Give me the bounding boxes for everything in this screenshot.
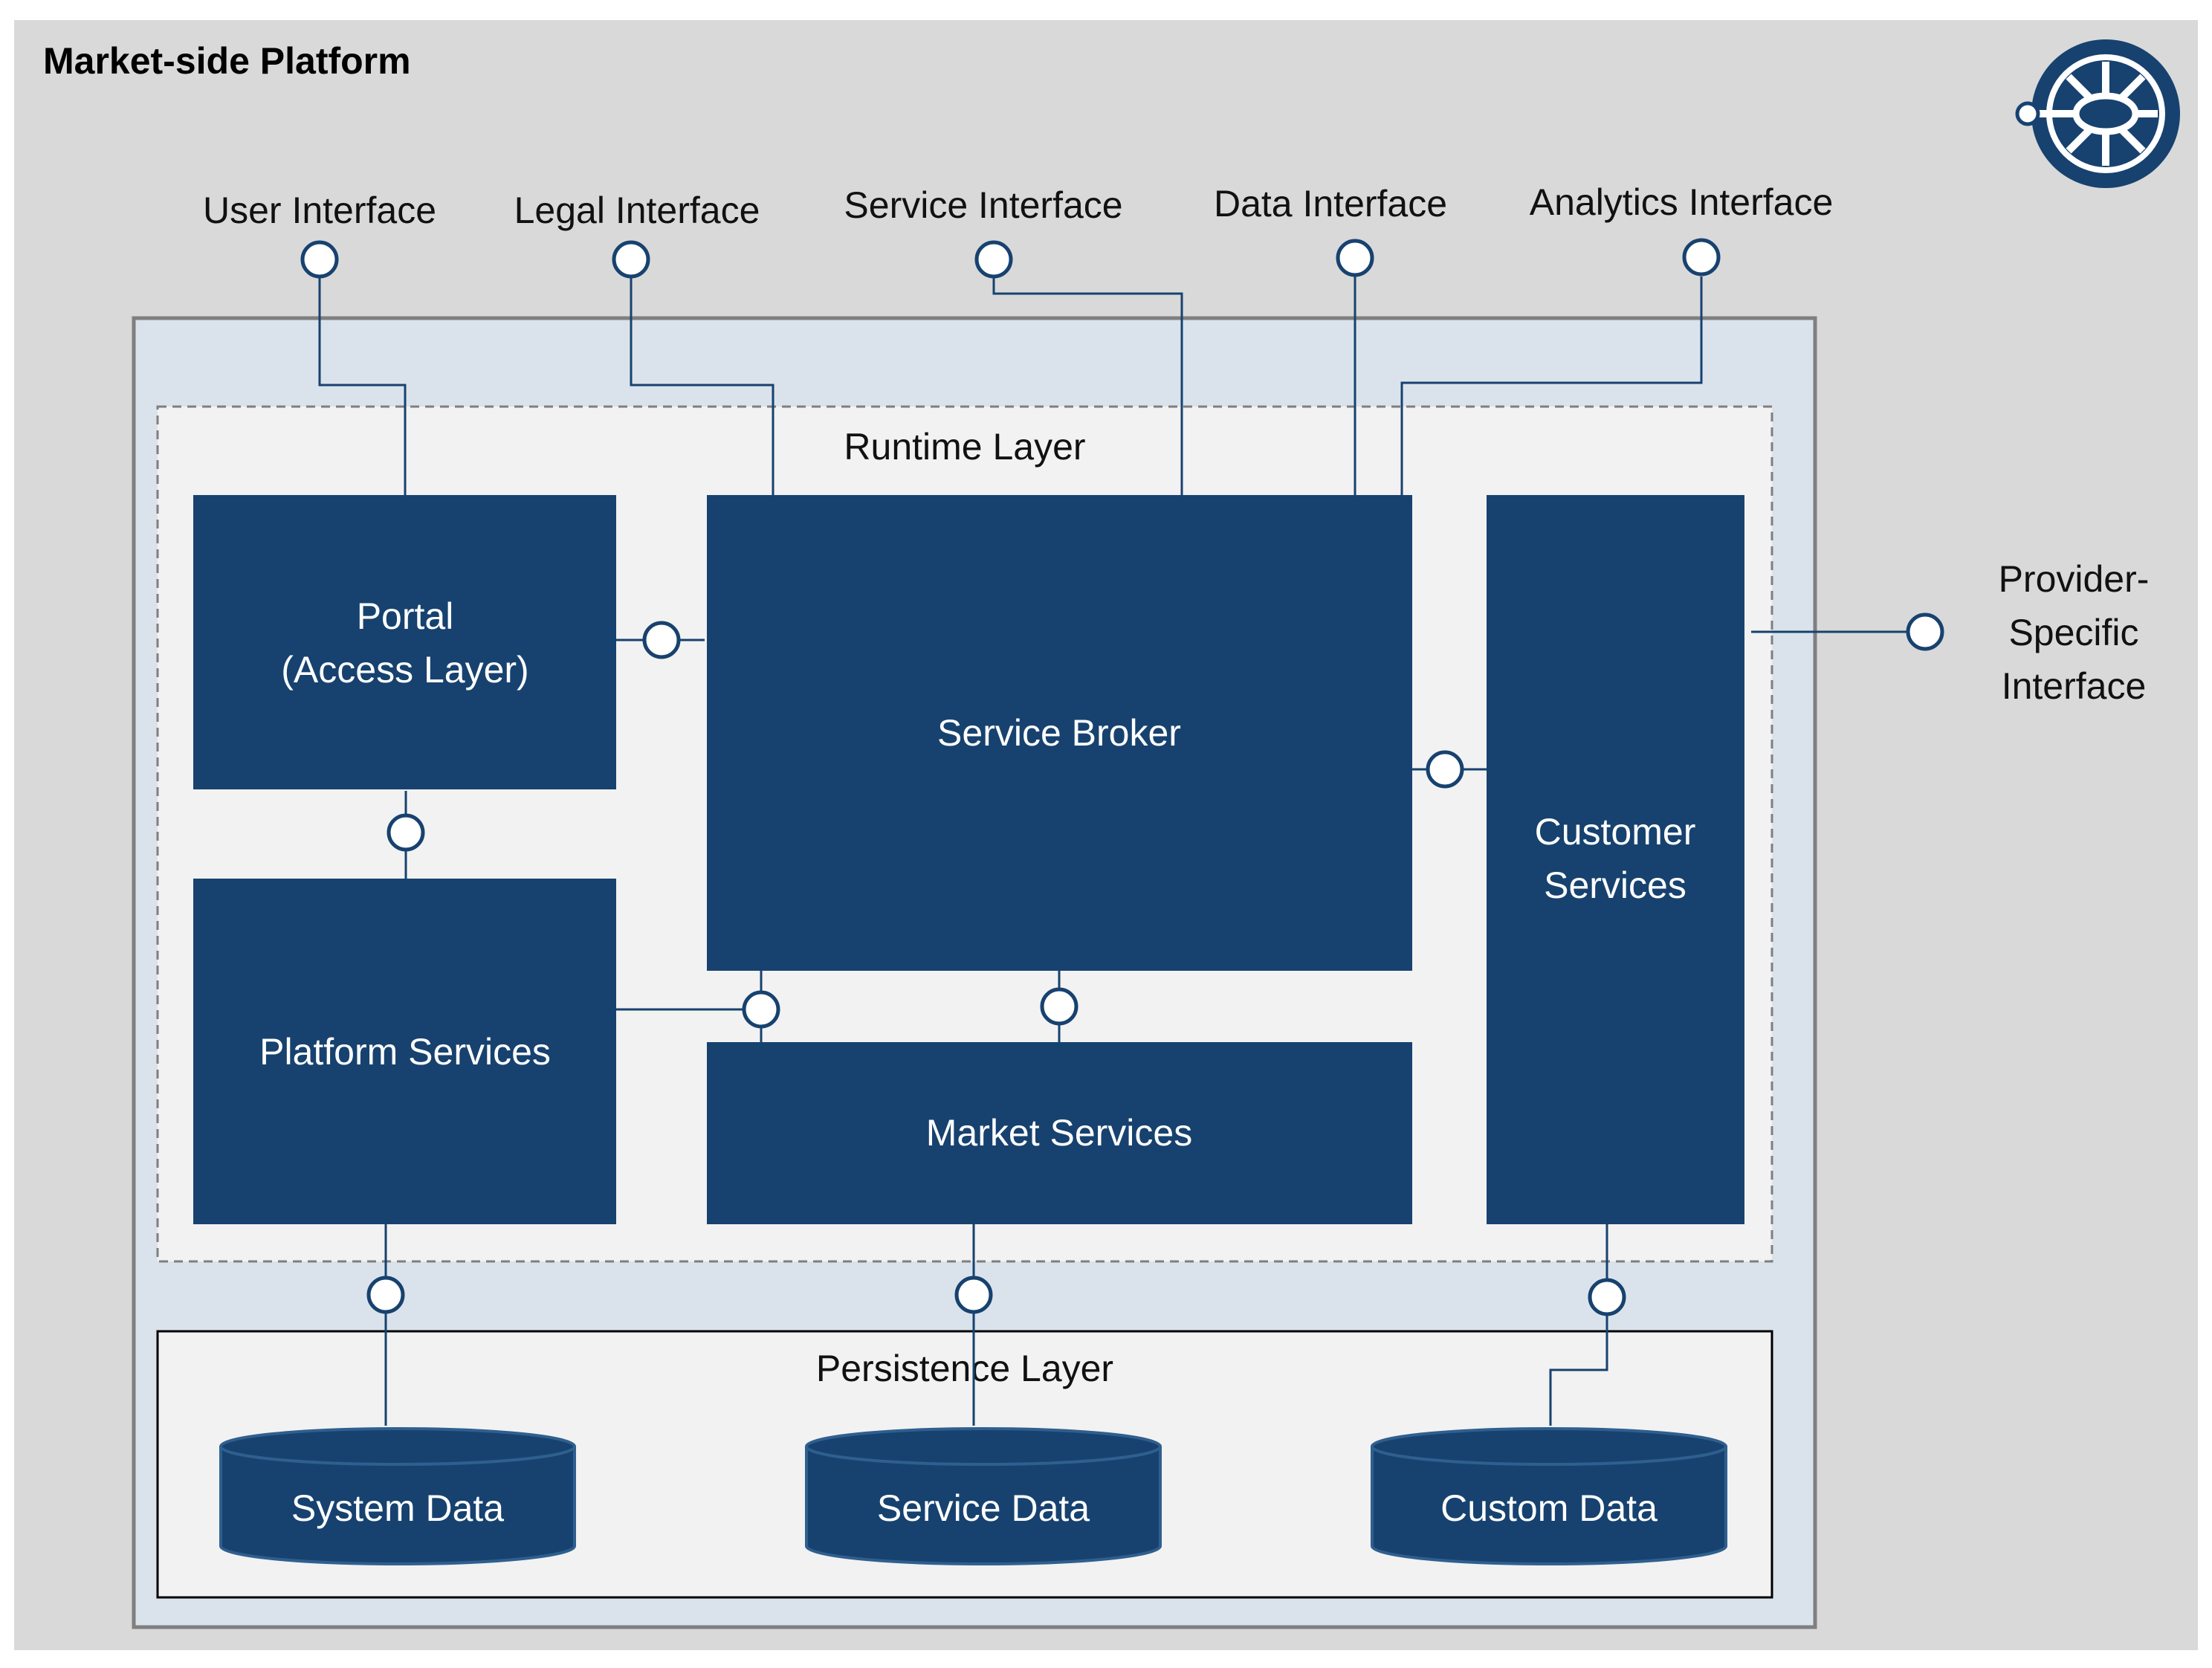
provider-interface-label-line3: Interface — [2002, 665, 2147, 707]
runtime-layer-title: Runtime Layer — [844, 426, 1085, 468]
data-interface-label: Data Interface — [1214, 183, 1447, 224]
service-interface-label: Service Interface — [844, 184, 1122, 226]
system-data-database — [219, 1427, 576, 1565]
platform-services-label: Platform Services — [259, 1031, 551, 1073]
service-interface-port — [974, 240, 1013, 279]
customer-services-label-line2: Services — [1544, 864, 1687, 906]
broker-customer-port — [1426, 750, 1464, 789]
user-interface-label: User Interface — [203, 190, 436, 231]
portal-broker-port — [642, 621, 681, 659]
platform-market-port — [742, 990, 780, 1029]
market-services-label: Market Services — [926, 1112, 1192, 1154]
customer-services-label-line1: Customer — [1535, 811, 1696, 853]
system-data-port — [366, 1276, 405, 1314]
custom-data-database — [1371, 1427, 1727, 1565]
provider-interface-port — [1906, 612, 1944, 651]
portal-label-line1: Portal — [357, 595, 454, 637]
custom-data-port — [1588, 1278, 1626, 1316]
analytics-interface-port — [1682, 238, 1721, 277]
portal-component — [193, 495, 616, 789]
legal-interface-port — [612, 240, 650, 279]
service-broker-component — [707, 495, 1412, 971]
service-data-database — [805, 1427, 1162, 1565]
service-broker-label: Service Broker — [937, 712, 1181, 754]
persistence-layer-title: Persistence Layer — [816, 1348, 1113, 1389]
legal-interface-label: Legal Interface — [514, 190, 760, 231]
data-interface-port — [1336, 239, 1374, 277]
service-data-port — [954, 1276, 993, 1314]
interface-ports — [300, 238, 1944, 1316]
analytics-interface-label: Analytics Interface — [1530, 181, 1834, 223]
platform-title: Market-side Platform — [43, 40, 411, 82]
customer-services-component — [1487, 495, 1744, 1224]
portal-platform-port — [387, 813, 425, 852]
service-data-label: Service Data — [877, 1487, 1090, 1529]
broker-market-port — [1040, 987, 1078, 1026]
custom-data-label: Custom Data — [1440, 1487, 1658, 1529]
platform-services-component — [193, 879, 616, 1224]
market-services-component — [707, 1042, 1412, 1224]
logo — [2015, 39, 2180, 188]
portal-label-line2: (Access Layer) — [281, 649, 528, 691]
user-interface-port — [300, 240, 339, 279]
system-data-label: System Data — [291, 1487, 504, 1529]
provider-interface-label-line2: Specific — [2008, 612, 2138, 653]
provider-interface-label-line1: Provider- — [1999, 558, 2150, 600]
